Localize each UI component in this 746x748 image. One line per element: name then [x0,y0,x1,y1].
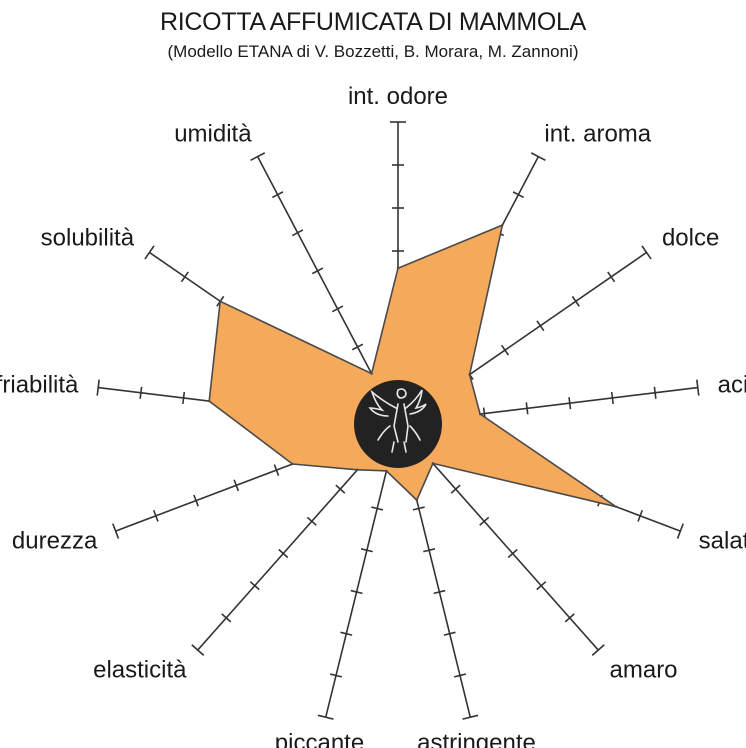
data-point-solubilita [219,300,222,303]
axis-label-astringente: astringente [417,729,536,748]
chart-subtitle: (Modello ETANA di V. Bozzetti, B. Morara… [167,42,579,61]
axis-tick [249,581,260,591]
axis-tick [350,589,363,595]
axis-label-elasticita: elasticità [93,657,187,684]
axis-tick [607,271,616,283]
axis-tick [233,479,240,492]
axis-tick [144,245,155,260]
axis-tick [360,548,373,553]
data-point-amaro [431,462,435,465]
axis-label-piccante: piccante [275,729,364,748]
axis-tick [340,631,353,636]
data-point-salato [614,505,618,508]
axis-tick [180,271,189,283]
axis-tick [641,245,652,260]
axis-tick [525,402,529,415]
axis-tick [564,613,575,623]
axes-layer [96,121,700,720]
axis-label-solubilita: solubilità [41,225,135,252]
axis-label-dolce: dolce [662,225,719,252]
data-point-acido [478,412,482,416]
axis-tick [453,673,466,678]
axis-tick [637,509,644,522]
labels-layer: int. odore int. aroma dolce acido salato amar… [0,83,746,748]
axis-tick [571,295,580,307]
axis-label-umidita: umidità [174,121,252,148]
axis-tick [330,673,343,678]
polygon-layer [207,223,618,508]
axis-tick [273,464,280,476]
axis-tick [112,523,120,539]
data-point-durezza [291,462,294,466]
axis-tick [591,644,605,656]
axis-tick [371,506,384,511]
axis-tick [221,613,232,623]
axis-tick [317,714,334,720]
axis-tick [306,516,317,526]
axis-tick [536,581,547,591]
axis-label-int-odore: int. odore [348,83,448,110]
data-point-friabilita [207,399,211,403]
axis-tick [479,516,490,526]
axis-tick [500,344,510,356]
axis-tick [433,589,446,595]
medallion-icon [368,388,427,453]
axis-tick [653,386,657,399]
axis-label-salato: salato [699,527,746,554]
data-point-dolce [468,373,471,376]
chart-title: RICOTTA AFFUMICATA DI MAMMOLA [159,8,587,36]
axis-tick [507,548,518,559]
axis-tick [610,391,614,405]
axis-label-friabilita: friabilità [0,371,79,398]
axis-label-acido: acido [718,371,746,398]
axis-tick [311,267,324,275]
axis-tick [423,548,436,553]
data-point-piccante [385,469,388,473]
data-point-umidita [370,372,373,375]
center-medallion [354,380,442,468]
axis-tick [191,644,205,656]
series-polygon [208,223,617,508]
axis-tick [351,343,364,351]
axis-tick [443,631,456,636]
axis-tick [536,320,545,332]
data-point-elasticita [356,468,359,472]
axis-tick [512,191,525,199]
axis-tick [676,523,684,539]
axis-tick [139,386,143,399]
axis-tick [450,484,461,494]
axis-tick [412,506,425,511]
axis-tick [152,509,159,522]
axis-tick [271,191,284,199]
axis-tick [193,494,199,507]
axis-label-amaro: amaro [610,657,678,684]
axis-label-int-aroma: int. aroma [544,121,651,148]
axis-tick [250,152,266,162]
axis-label-durezza: durezza [12,527,98,554]
axis-tick [331,305,344,313]
axis-tick [182,391,186,405]
axis-tick [335,484,346,494]
data-point-astringente [415,498,418,502]
axis-tick [696,379,700,396]
axis-tick [530,152,546,162]
axis-tick [568,397,572,410]
axis-tick [462,714,479,720]
axis-tick [96,379,100,396]
data-point-int-odore [396,267,400,270]
axis-tick [278,548,289,559]
axis-tick [291,229,304,237]
data-point-int-aroma [501,223,504,227]
